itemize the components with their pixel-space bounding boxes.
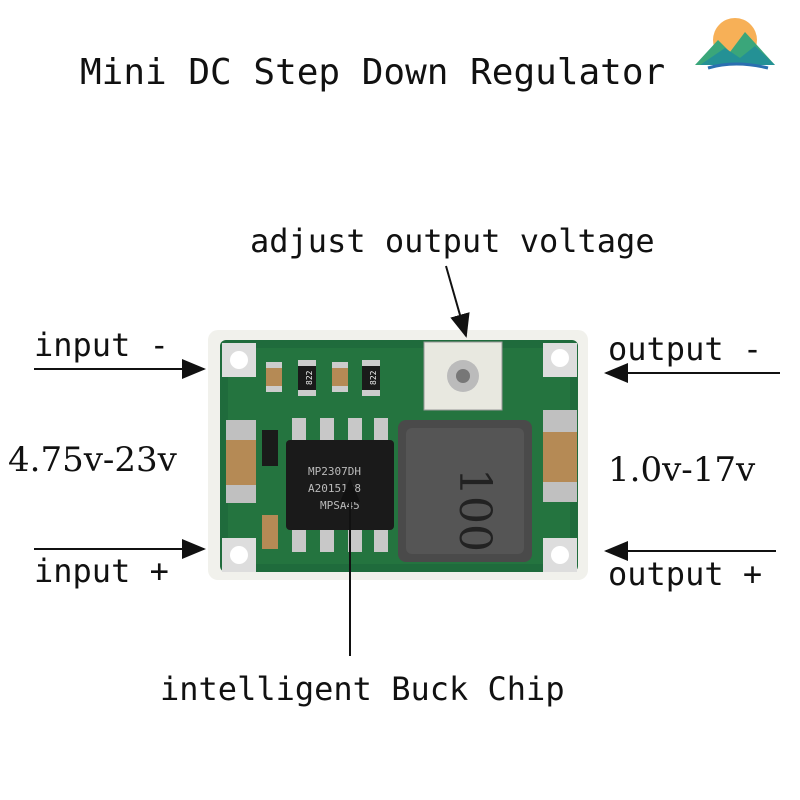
output-voltage-range-label: 1.0v-17v (608, 450, 756, 490)
input-plus-label: input + (34, 552, 169, 590)
mounting-pads (222, 343, 577, 572)
page-title: Mini DC Step Down Regulator (80, 52, 666, 93)
input-voltage-range-label: 4.75v-23v (8, 440, 177, 480)
output-plus-label: output + (608, 555, 763, 593)
buck-chip-label: intelligent Buck Chip (160, 670, 565, 708)
resistor-b-marking: 822 (369, 370, 378, 385)
adjust-output-voltage-label: adjust output voltage (250, 222, 655, 260)
potentiometer (423, 341, 503, 411)
output-minus-label: output - (608, 330, 763, 368)
resistor-a-marking: 822 (305, 370, 314, 385)
smd-components (262, 360, 380, 549)
inductor-marking: 100 (449, 468, 500, 552)
chip-marking-3: MPSA45 (320, 499, 360, 512)
brand-logo (695, 18, 775, 70)
adjust-arrow (445, 265, 470, 338)
inductor (398, 420, 532, 562)
input-capacitor (226, 420, 256, 503)
input-minus-label: input - (34, 326, 169, 364)
output-capacitor (543, 410, 577, 502)
chip-marking-2: A2015108 (308, 482, 361, 495)
chip-marking-1: MP2307DH (308, 465, 361, 478)
